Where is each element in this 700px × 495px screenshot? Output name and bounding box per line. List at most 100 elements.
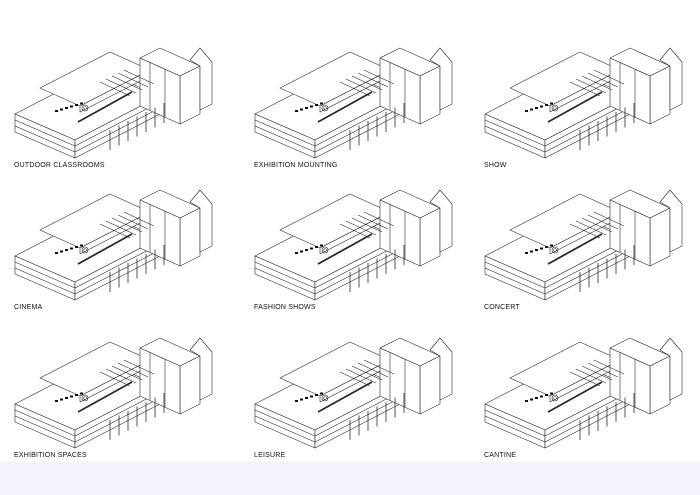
occupant-mark [310, 247, 313, 250]
occupant-mark [525, 400, 528, 402]
stage-ring [321, 104, 329, 112]
stair-tier [111, 75, 143, 91]
floor-line [14, 267, 76, 295]
stair-tier [581, 217, 613, 233]
panel-exhibition-spaces: EXHIBITION SPACES [0, 308, 232, 462]
gable-end [189, 189, 213, 253]
occupant-mark [535, 107, 538, 109]
occupant-mark [310, 105, 313, 108]
panel-caption: EXHIBITION MOUNTING [254, 162, 338, 169]
pavilion-side [649, 65, 671, 125]
panel-concert: CONCERT [470, 160, 700, 314]
stair-tier [581, 75, 613, 91]
stage-ring [81, 104, 89, 112]
occupant-mark [75, 394, 78, 396]
occupant-mark [310, 395, 313, 398]
occupant-mark [295, 252, 298, 254]
occupant-mark [70, 395, 73, 398]
occupant-mark [320, 244, 323, 247]
floor-line [14, 119, 76, 147]
stair-tier [105, 78, 137, 94]
axonometric-building-drawing [254, 47, 453, 159]
beam [317, 91, 373, 123]
stage-ring [551, 394, 559, 402]
stair-tier [575, 220, 607, 236]
panel-caption: SHOW [484, 162, 507, 169]
occupant-mark [65, 107, 68, 109]
occupant-mark [80, 102, 83, 105]
stair-tier [363, 69, 395, 85]
floor-line [14, 125, 76, 153]
occupant-mark [545, 246, 548, 248]
floor-line [74, 243, 161, 289]
occupant-mark [75, 104, 78, 106]
occupant-mark [70, 105, 73, 108]
occupant-mark [65, 249, 68, 251]
occupant-mark [70, 247, 73, 250]
occupant-mark [550, 392, 553, 395]
floor-line [314, 243, 401, 289]
floor-line [314, 391, 401, 437]
floor-line [544, 101, 631, 147]
occupant-mark [60, 250, 63, 253]
stair-tier [569, 223, 601, 239]
panel-caption: CINEMA [14, 304, 43, 311]
occupant-mark [60, 108, 63, 111]
stage-ring [553, 106, 557, 110]
stair-tier [117, 362, 149, 378]
occupant-mark [530, 250, 533, 253]
stair-tier [351, 217, 383, 233]
occupant-mark [535, 397, 538, 399]
floor-line [254, 261, 316, 289]
beam [547, 91, 603, 123]
pavilion-side [419, 355, 441, 415]
stair-tier [339, 223, 371, 239]
occupant-mark [535, 249, 538, 251]
stair-tier [99, 223, 131, 239]
stair-tier [345, 368, 377, 384]
stair-tier [593, 211, 625, 227]
pavilion-side [179, 355, 201, 415]
gable-end [429, 337, 453, 401]
gable-end [189, 47, 213, 111]
panel-caption: FASHION SHOWS [254, 304, 316, 311]
floor-line [254, 119, 316, 147]
pavilion-side [419, 65, 441, 125]
stair-tier [363, 211, 395, 227]
occupant-mark [320, 102, 323, 105]
stair-tier [587, 72, 619, 88]
occupant-mark [75, 246, 78, 248]
stair-tier [593, 69, 625, 85]
stair-tier [357, 362, 389, 378]
pavilion-side [179, 207, 201, 267]
floor-line [484, 415, 546, 443]
floor-line [484, 119, 546, 147]
beam [317, 381, 373, 413]
occupant-mark [80, 392, 83, 395]
occupant-mark [315, 246, 318, 248]
stair-tier [105, 220, 137, 236]
stair-tier [345, 220, 377, 236]
stair-tier [117, 72, 149, 88]
gable-end [659, 337, 683, 401]
floor-line [484, 125, 546, 153]
stage-ring [551, 104, 559, 112]
stair-tier [587, 362, 619, 378]
occupant-mark [295, 110, 298, 112]
occupant-mark [55, 400, 58, 402]
occupant-mark [55, 110, 58, 112]
pavilion-side [649, 207, 671, 267]
occupant-mark [540, 105, 543, 108]
stair-tier [357, 72, 389, 88]
axonometric-building-drawing [254, 337, 453, 449]
floor-line [544, 391, 631, 437]
panel-cinema: CINEMA [0, 160, 232, 314]
pavilion-side [649, 355, 671, 415]
stage-ring [83, 248, 87, 252]
gable-end [189, 337, 213, 401]
stair-tier [569, 81, 601, 97]
floor-line [314, 101, 401, 147]
floor-line [484, 267, 546, 295]
stair-tier [111, 365, 143, 381]
panel-outdoor-classrooms: OUTDOOR CLASSROOMS [0, 18, 232, 172]
